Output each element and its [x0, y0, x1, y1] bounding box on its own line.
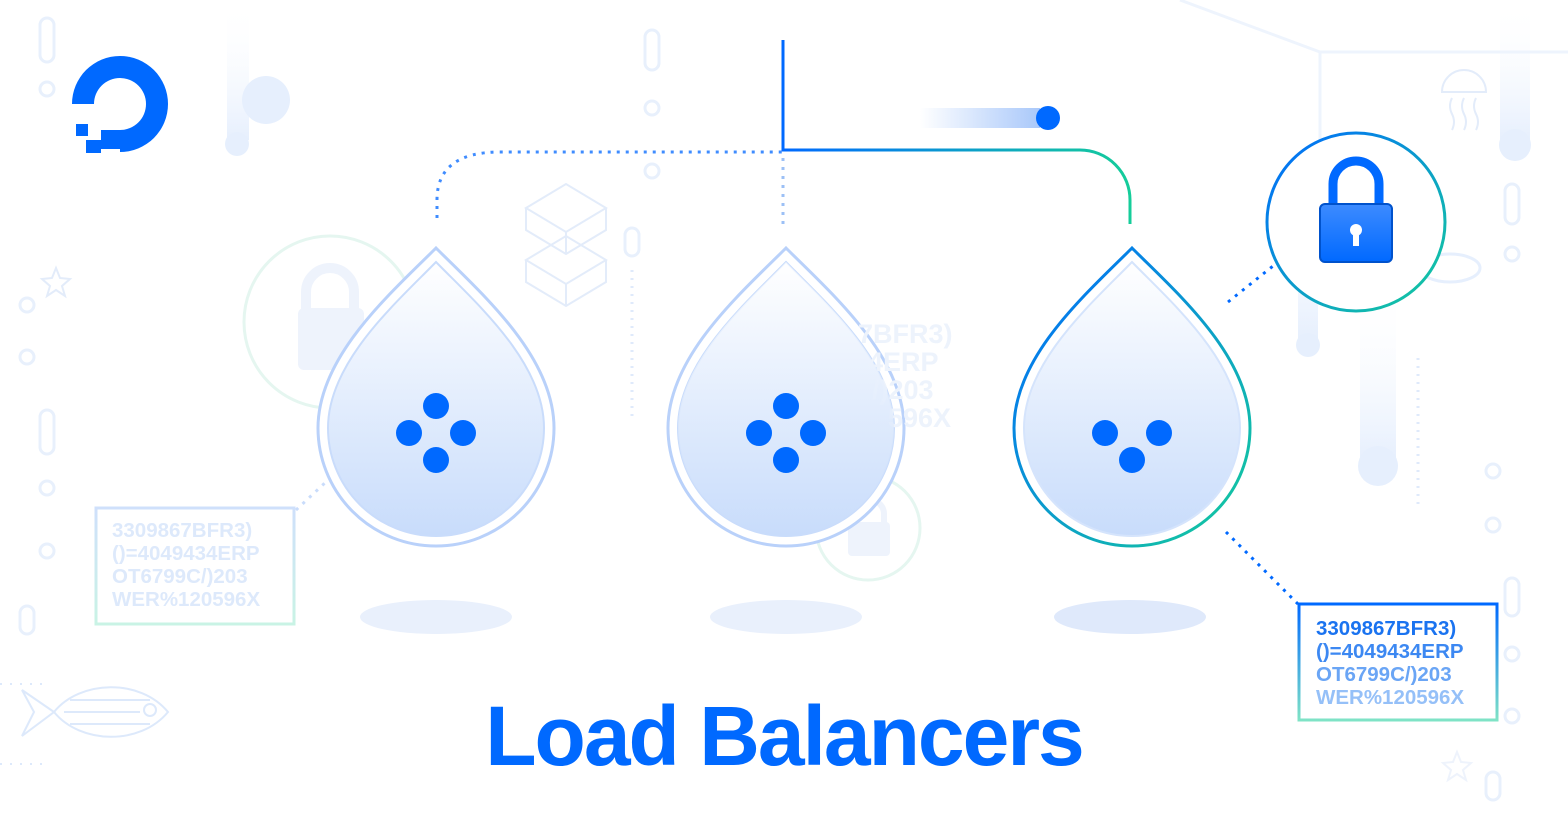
faded-code-text: 7BFR3) 4ERP /)203 596X: [858, 320, 953, 432]
jellyfish-icon: [1440, 69, 1488, 131]
code-line: 3309867BFR3): [1316, 617, 1457, 640]
code-box-left: [94, 506, 296, 626]
load-balancer-1: [316, 245, 556, 548]
page-title: Load Balancers: [485, 689, 1085, 783]
code-text-left: 3309867BFR3) ()=4049434ERP OT6799C/)203 …: [112, 519, 260, 611]
code-line: WER%120596X: [112, 588, 261, 611]
code-line: ()=4049434ERP: [1316, 640, 1464, 663]
node-dots-icon: [396, 393, 476, 473]
code-line: 4ERP: [868, 347, 939, 377]
code-line: 596X: [888, 403, 952, 433]
network-connections: [294, 40, 1300, 606]
code-text-right: 3309867BFR3) ()=4049434ERP OT6799C/)203 …: [1316, 617, 1464, 709]
starfish-icon: [39, 265, 73, 299]
fish-icon: [0, 683, 170, 765]
lock-icon: [1319, 156, 1393, 263]
code-line: /)203: [872, 375, 934, 405]
code-box-right: [1297, 602, 1499, 722]
code-line: ()=4049434ERP: [112, 542, 260, 565]
code-line: OT6799C/)203: [1316, 663, 1452, 686]
code-line: 7BFR3): [858, 319, 953, 349]
code-line: WER%120596X: [1316, 686, 1465, 709]
shadow: [360, 600, 512, 634]
cube-stack-icon: [524, 182, 608, 308]
code-line: 3309867BFR3): [112, 519, 253, 542]
node-dots-icon: [1092, 420, 1172, 473]
shadow: [1054, 600, 1206, 634]
digitalocean-logo: [72, 56, 168, 153]
code-line: OT6799C/)203: [112, 565, 248, 588]
shadow: [710, 600, 862, 634]
load-balancer-3: [1012, 245, 1252, 548]
